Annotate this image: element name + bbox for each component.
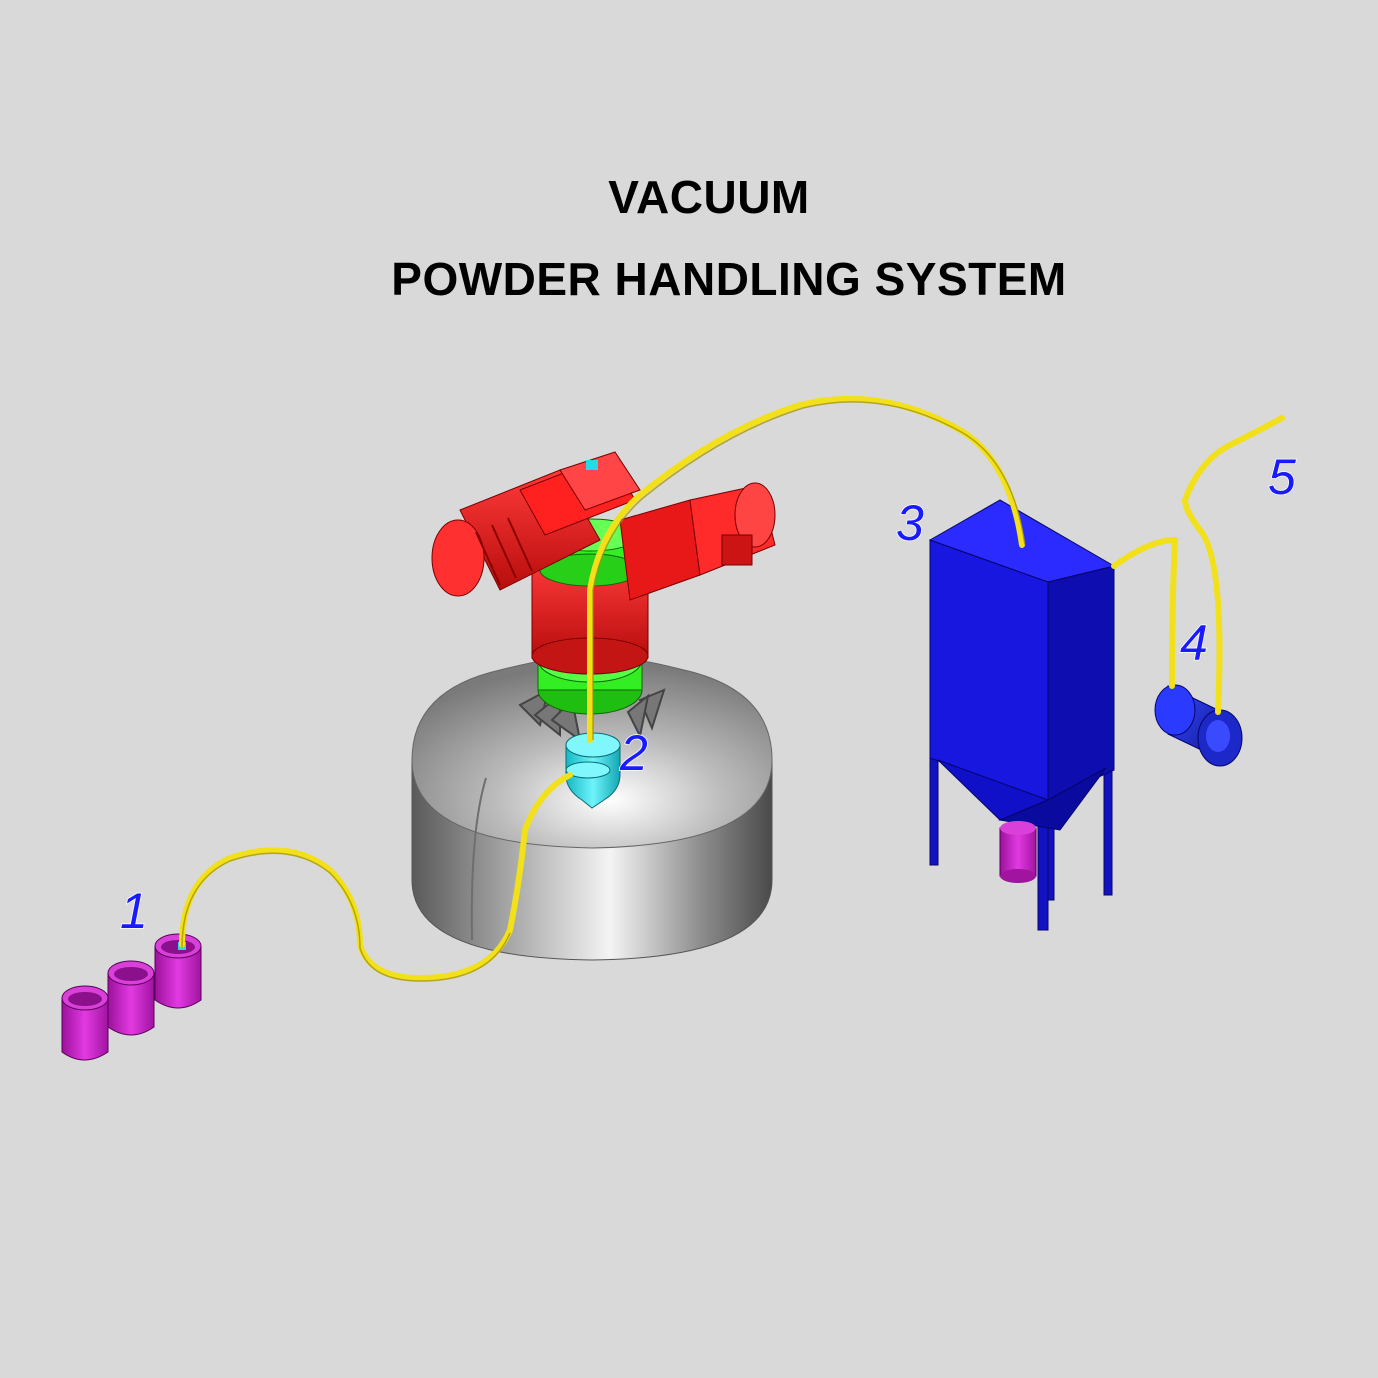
vacuum-pump-icon xyxy=(1154,684,1243,767)
callout-4: 4 xyxy=(1180,615,1208,671)
mixer-vessel-icon xyxy=(411,654,773,961)
callout-5: 5 xyxy=(1268,449,1296,505)
filter-housing-icon xyxy=(928,499,1116,931)
mixer-fins xyxy=(518,688,666,743)
callout-2: 2 xyxy=(619,725,648,781)
hose-pump-to-exhaust xyxy=(1181,415,1285,715)
hose-filter-to-pump xyxy=(1111,536,1179,689)
drum-back xyxy=(61,985,109,1061)
drum-front xyxy=(154,933,202,1009)
diagram-title-line-1: VACUUM xyxy=(608,171,810,223)
diagram-title-line-2: POWDER HANDLING SYSTEM xyxy=(391,253,1067,305)
hose-icon xyxy=(179,395,1285,982)
drum-icon xyxy=(61,933,202,1061)
vacuum-receiver-icon xyxy=(565,732,621,809)
callout-1: 1 xyxy=(120,883,148,939)
hose-drum-to-receiver xyxy=(179,772,573,982)
callout-3: 3 xyxy=(896,495,924,551)
drum-middle xyxy=(107,960,155,1036)
